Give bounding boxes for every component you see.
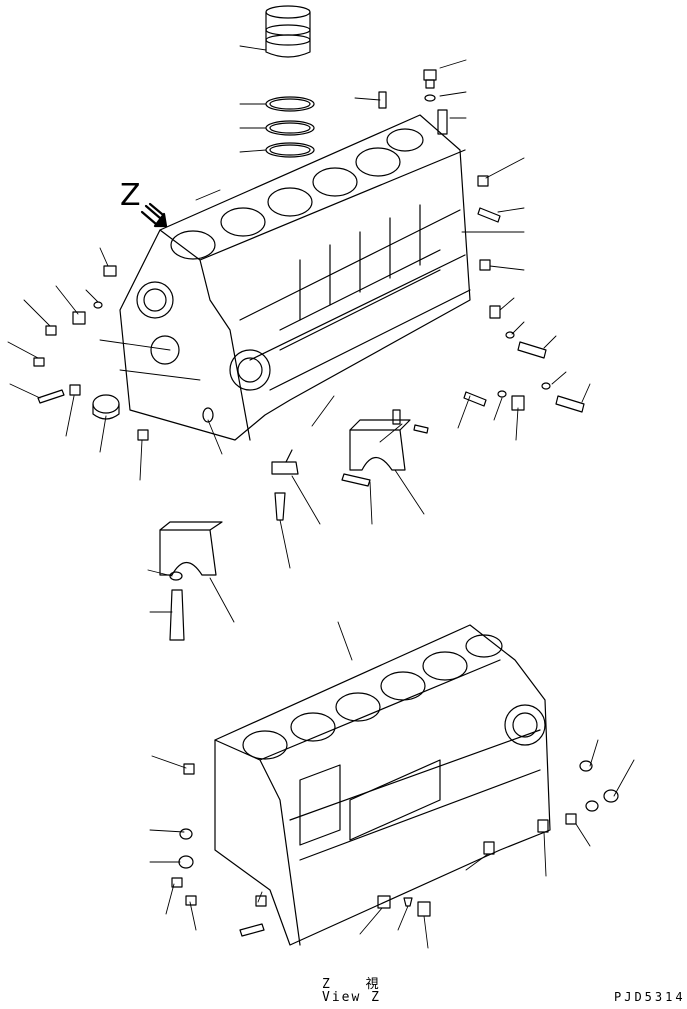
view-caption-japanese: Z 視: [322, 977, 393, 992]
cap-bolt: [169, 589, 185, 641]
washer-cap: [169, 571, 183, 581]
plug-z-7: [377, 895, 391, 909]
bolt-left-2: [37, 389, 65, 404]
plug-left-6: [202, 407, 214, 423]
pin-z: [239, 923, 265, 937]
dowel-pin-2: [392, 409, 401, 425]
plug-top: [423, 69, 437, 89]
plug-left-1: [103, 265, 117, 277]
cylinder-liner: [265, 5, 311, 58]
cylinder-block-view-z: [214, 624, 551, 946]
pin-small: [413, 424, 429, 434]
bolt-right-3: [555, 395, 585, 413]
pin-z-2: [403, 897, 413, 907]
plug-left-5: [137, 429, 149, 441]
plug-z-1: [183, 763, 195, 775]
plug-z-11: [565, 813, 577, 825]
plug-z-13: [585, 800, 599, 812]
washer-right-2: [541, 382, 551, 390]
liner-o-ring-2: [265, 120, 315, 136]
plug-z-10: [537, 819, 549, 833]
liner-o-ring-1: [265, 96, 315, 112]
view-arrow: [140, 202, 168, 228]
stud-right: [477, 207, 501, 223]
bolt-left-1: [33, 357, 45, 367]
plug-z-5: [185, 895, 197, 906]
o-ring-top: [424, 94, 436, 102]
view-letter: Z: [120, 178, 141, 213]
bolt-right-2: [517, 341, 547, 359]
plug-right-1: [479, 259, 491, 271]
cap-plug: [92, 394, 120, 420]
plug-left-4: [69, 384, 81, 396]
plug-z-14: [603, 789, 619, 803]
view-caption-english: View Z: [322, 990, 381, 1005]
plug-z-8: [417, 901, 431, 917]
nozzle-bolt: [274, 492, 286, 521]
pin-long: [341, 473, 371, 487]
plug-left-2: [72, 311, 86, 325]
plug-z-12: [579, 760, 593, 772]
stud-right-2: [463, 391, 487, 407]
plug-z-6: [255, 895, 267, 907]
cylinder-block-upper: [119, 114, 471, 441]
thrust-bearing-cap: [349, 419, 411, 471]
washer-right-1: [505, 331, 515, 339]
washer-left: [93, 301, 103, 309]
pipe-top: [437, 109, 448, 135]
piston-cooling-nozzle: [271, 449, 299, 475]
plug-z-4: [171, 877, 183, 888]
bolt-right-1: [477, 175, 489, 187]
plug-z-9: [483, 841, 495, 855]
liner-o-ring-3: [265, 142, 315, 158]
plug-left-3: [45, 325, 57, 336]
main-bearing-cap: [159, 521, 223, 576]
drawing-code: PJD5314: [614, 990, 686, 1004]
plug-z-2: [179, 828, 193, 840]
plug-z-3: [178, 855, 194, 869]
washer-right-3: [497, 390, 507, 398]
leader-lines: [7, 45, 635, 949]
plug-right-2: [489, 305, 501, 319]
